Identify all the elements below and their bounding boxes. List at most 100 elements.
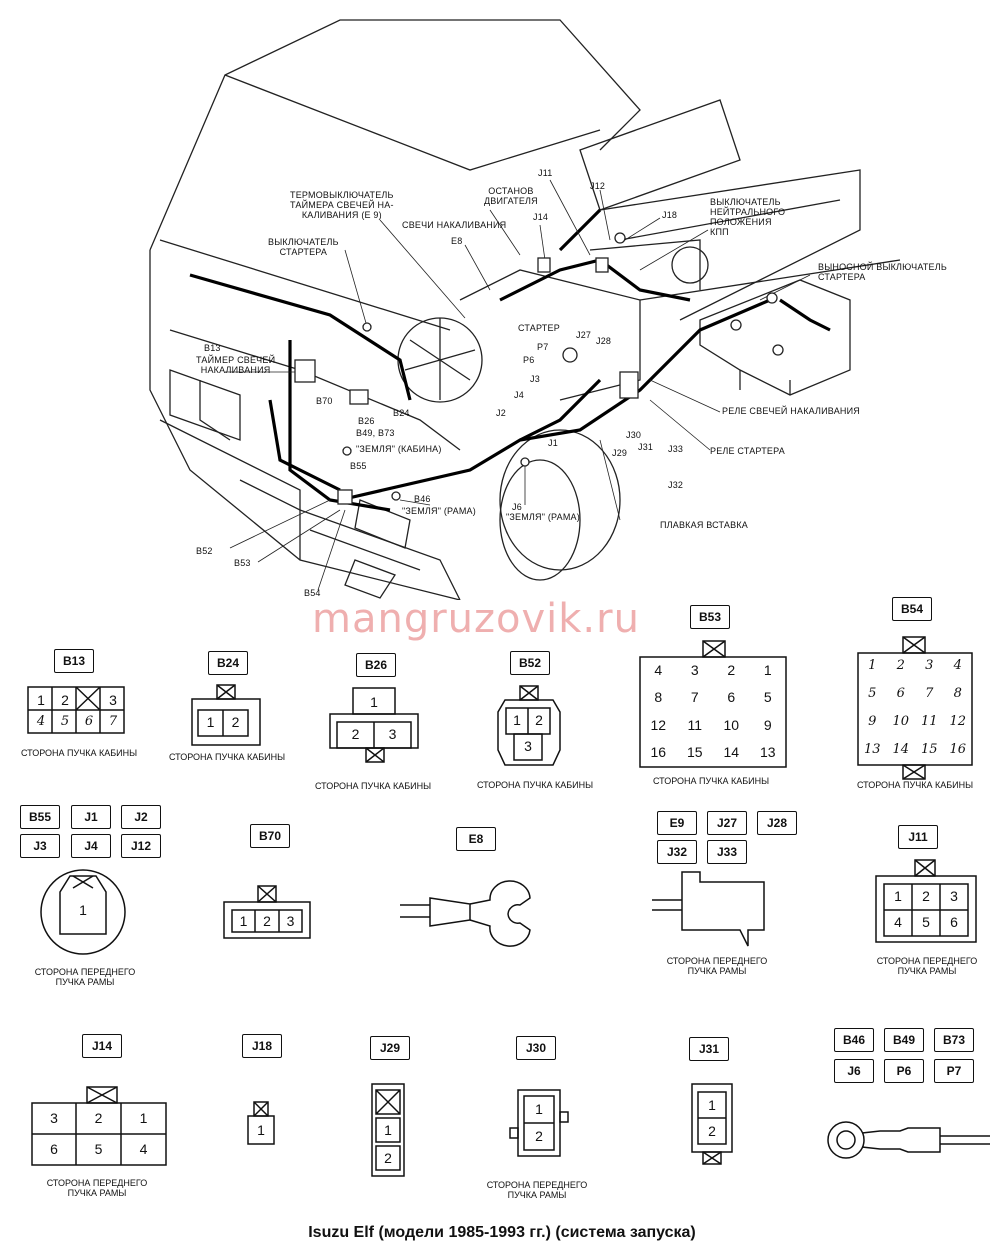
pin: 7 [108,714,118,729]
pin: 1 [513,712,521,728]
tag-j32: J32 [668,480,684,490]
pin: 7 [925,686,934,701]
pin: 3 [925,658,934,673]
tag-j6: J6 [512,502,522,512]
pin: 2 [535,712,543,728]
tag-j12: J12 [590,181,606,191]
pin: 1 [535,1101,543,1117]
pin: 6 [896,686,905,701]
pin: 8 [654,689,663,706]
code-j32: J32 [657,840,697,864]
pin: 3 [50,1110,58,1126]
pin: 1 [708,1097,716,1113]
code-b13: B13 [54,649,94,673]
code-b52: B52 [510,651,550,675]
tag-j31: J31 [638,442,654,452]
pin: 8 [953,686,962,701]
tag-j18: J18 [662,210,678,220]
pin: 1 [384,1122,392,1138]
callout-vynosnoy: ВЫНОСНОЙ ВЫКЛЮЧАТЕЛЬ СТАРТЕРА [818,262,947,282]
pin: 2 [61,692,69,708]
pin: 3 [524,738,532,754]
pin: 1 [868,658,877,673]
code-j29: J29 [370,1036,410,1060]
code-p7: P7 [934,1059,974,1083]
caption-e9group: СТОРОНА ПЕРЕДНЕГО ПУЧКА РАМЫ [666,956,768,976]
callout-zemlya-kabina: "ЗЕМЛЯ" (КАБИНА) [356,444,442,454]
code-j12: J12 [121,834,161,858]
pin: 1 [763,661,772,678]
tag-j30: J30 [626,430,642,440]
callout-rele-startera: РЕЛЕ СТАРТЕРА [710,446,785,456]
pin: 2 [896,658,905,673]
pin: 5 [868,686,877,701]
pin: 4 [36,714,46,729]
code-j30: J30 [516,1036,556,1060]
pin: 11 [687,716,703,733]
pin: 13 [759,744,776,761]
tag-e8: E8 [451,236,463,246]
caption-j11: СТОРОНА ПЕРЕДНЕГО ПУЧКА РАМЫ [876,956,978,976]
tag-b24: B24 [393,408,410,418]
callout-vykl-neitr: ВЫКЛЮЧАТЕЛЬ НЕЙТРАЛЬНОГО ПОЛОЖЕНИЯ КПП [710,197,786,237]
pin: 4 [139,1141,148,1157]
pin: 1 [370,694,378,710]
pin: 5 [60,714,70,729]
pin: 9 [763,716,772,733]
pin: 2 [351,726,360,742]
pin: 2 [535,1128,543,1144]
code-j27: J27 [707,811,747,835]
code-p6: P6 [884,1059,924,1083]
code-b26: B26 [356,653,396,677]
pin: 12 [650,716,667,733]
pin: 1 [139,1110,148,1126]
code-e8: E8 [456,827,496,851]
code-e9: E9 [657,811,697,835]
code-b49: B49 [884,1028,924,1052]
code-j31: J31 [689,1037,729,1061]
code-j6: J6 [834,1059,874,1083]
pin: 14 [892,742,910,757]
pin: 3 [109,692,117,708]
pin: 6 [84,714,94,729]
tag-j11: J11 [538,168,553,178]
pin: 2 [384,1150,392,1166]
callout-rele-svechey: РЕЛЕ СВЕЧЕЙ НАКАЛИВАНИЯ [722,406,860,416]
tag-b49-b73: B49, B73 [356,428,395,438]
truck-engine-illustration [149,19,901,600]
pin: 15 [920,742,938,757]
pin: 1 [79,902,87,918]
code-j3: J3 [20,834,60,858]
tag-b54: B54 [304,588,321,598]
pin: 5 [763,689,772,706]
code-b70: B70 [250,824,290,848]
caption-b53: СТОРОНА ПУЧКА КАБИНЫ [652,776,770,786]
code-j14: J14 [82,1034,122,1058]
caption-j30: СТОРОНА ПЕРЕДНЕГО ПУЧКА РАМЫ [486,1180,588,1200]
pin: 5 [922,914,930,930]
caption-round: СТОРОНА ПЕРЕДНЕГО ПУЧКА РАМЫ [34,967,136,987]
pin: 7 [690,689,699,706]
tag-b70: B70 [316,396,333,406]
pin: 6 [950,914,958,930]
tag-b55: B55 [350,461,367,471]
code-b24: B24 [208,651,248,675]
tag-b13: B13 [204,343,221,353]
pin: 11 [920,714,938,729]
code-j28: J28 [757,811,797,835]
pin: 1 [239,913,248,929]
tag-j28: J28 [596,336,612,346]
pin: 16 [650,744,667,761]
code-j1: J1 [71,805,111,829]
callout-starter: СТАРТЕР [518,323,560,333]
tag-j29: J29 [612,448,628,458]
connector-shapes [27,636,990,1177]
pin: 16 [949,742,967,757]
pin: 1 [257,1122,265,1138]
tag-b26: B26 [358,416,375,426]
tag-b53: B53 [234,558,251,568]
pin: 5 [94,1141,103,1157]
pin: 4 [953,658,962,673]
pin: 10 [892,714,910,729]
